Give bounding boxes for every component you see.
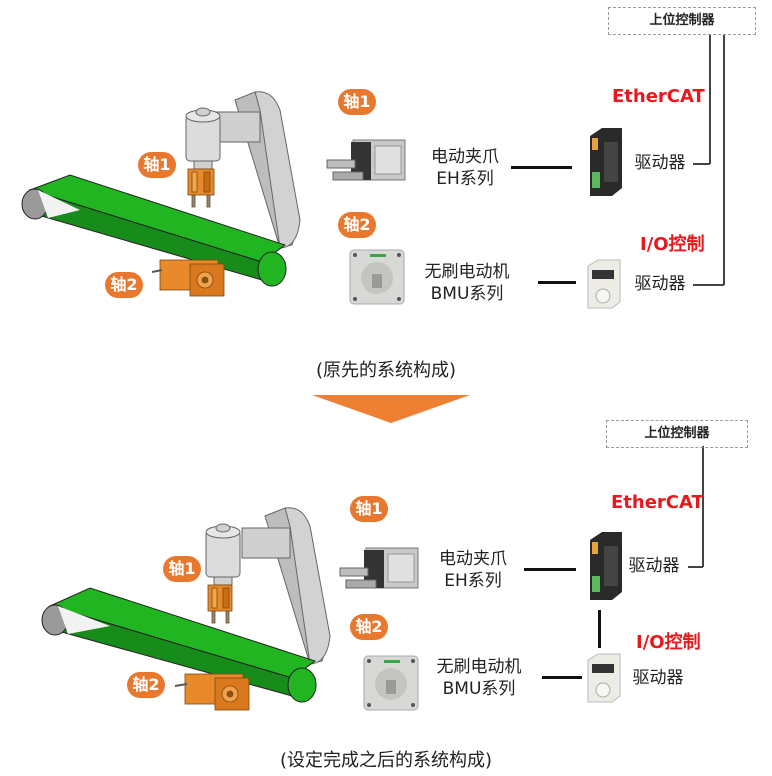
speed-controller-icon: [587, 653, 621, 703]
axis2-badge: 轴2: [350, 614, 388, 640]
axis2-device-driver-link: [542, 676, 582, 679]
axis1-driver-label: 驱动器: [634, 153, 686, 173]
gripper-icon: [187, 168, 215, 208]
electric-gripper-icon: [326, 139, 406, 181]
robot-arm: [185, 91, 301, 249]
io-control-label: I/O控制: [640, 234, 705, 255]
axis2-device-name: 无刷电动机: [436, 657, 522, 677]
brushless-motor-icon: [363, 655, 419, 711]
servo-driver-icon: [590, 532, 622, 600]
axis2-driver-label: 驱动器: [634, 274, 686, 294]
electric-gripper-icon: [339, 547, 419, 589]
axis2-device-series: BMU系列: [430, 284, 504, 304]
original-system-panel: 轴1 轴2 轴1 电动夹爪 EH系列 驱动器 EtherCAT 轴2 无刷电动机…: [21, 7, 756, 381]
conveyor-belt: [41, 587, 317, 703]
axis1-driver-wire-h: [693, 163, 710, 165]
axis1-device-series: EH系列: [444, 571, 502, 591]
servo-driver-icon: [590, 128, 622, 196]
axis1-driver-label: 驱动器: [628, 556, 680, 576]
illustration-axis1-badge: 轴1: [138, 152, 176, 178]
axis1-driver-wire-h: [688, 566, 703, 568]
axis1-badge: 轴1: [350, 496, 388, 522]
conveyor-belt: [21, 174, 287, 287]
axis1-device-name: 电动夹爪: [431, 147, 499, 167]
axis1-device-driver-link: [524, 568, 576, 571]
after-setup-system-panel: 轴1 轴2 轴1 电动夹爪 EH系列 驱动器 EtherCAT I/O控制 轴2…: [0, 410, 772, 776]
after-setup-system-caption: (设定完成之后的系统构成): [279, 750, 493, 771]
conveyor-robot-illustration: [41, 507, 331, 711]
robot-arm: [205, 507, 331, 665]
driver-to-driver-link: [598, 610, 601, 648]
axis2-device-name: 无刷电动机: [424, 262, 510, 282]
illustration-axis2-badge: 轴2: [105, 272, 143, 298]
ethercat-label: EtherCAT: [612, 86, 705, 107]
axis1-device-series: EH系列: [436, 169, 494, 189]
axis1-device-name: 电动夹爪: [439, 549, 507, 569]
speed-controller-icon: [587, 259, 621, 309]
axis1-driver-wire-v: [709, 34, 711, 164]
axis2-badge: 轴2: [338, 212, 376, 238]
axis1-badge: 轴1: [338, 89, 376, 115]
axis2-driver-wire-h: [693, 284, 724, 286]
conveyor-robot-illustration: [21, 91, 301, 297]
host-controller-box: 上位控制器: [608, 7, 756, 35]
down-arrow-icon: [312, 395, 470, 423]
io-control-label: I/O控制: [636, 632, 701, 653]
illustration-axis2-badge: 轴2: [127, 672, 165, 698]
brushless-motor-icon: [349, 249, 405, 305]
original-system-caption: (原先的系统构成): [315, 360, 457, 381]
axis1-driver-wire-v: [702, 446, 704, 567]
axis2-driver-wire-v: [723, 34, 725, 285]
axis2-device-driver-link: [538, 281, 576, 284]
illustration-axis1-badge: 轴1: [163, 556, 201, 582]
gripper-icon: [207, 584, 233, 624]
ethercat-label: EtherCAT: [611, 492, 704, 513]
conveyor-motor-icon: [151, 259, 225, 297]
host-controller-box: 上位控制器: [606, 420, 748, 448]
axis2-driver-label: 驱动器: [632, 668, 684, 688]
axis2-device-series: BMU系列: [442, 679, 516, 699]
axis1-device-driver-link: [511, 166, 572, 169]
conveyor-motor-icon: [174, 673, 250, 711]
